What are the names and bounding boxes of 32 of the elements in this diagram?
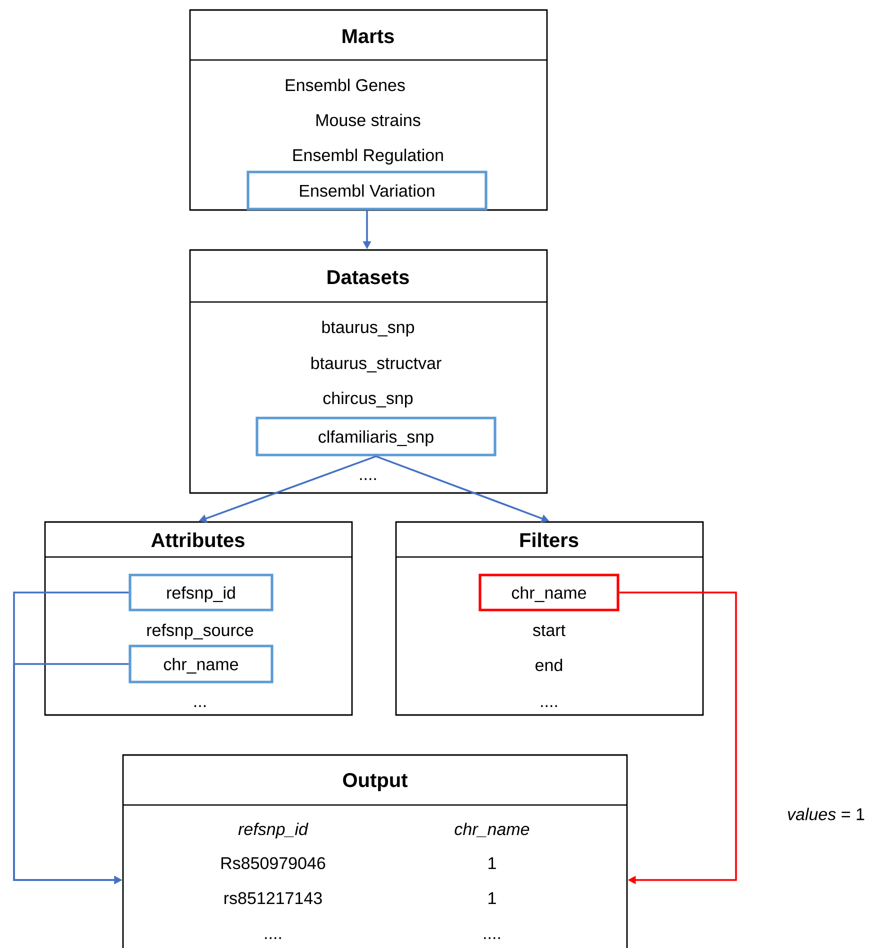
item-text: rs851217143 [224, 892, 322, 904]
highlight-box: chr_name [478, 574, 620, 612]
highlight-box: refsnp_id [128, 574, 274, 612]
edge-label: values = 1 [785, 806, 867, 822]
item-text: .... [360, 478, 376, 480]
item-text: refsnp_source [147, 624, 254, 640]
item-text: ... [194, 705, 206, 707]
item-text: Rs850979046 [221, 857, 326, 870]
item-text: Ensembl Genes [286, 78, 405, 92]
panel-heading: Marts [342, 29, 394, 44]
panel-heading: Filters [520, 532, 578, 548]
panel-heading: Datasets [328, 270, 409, 284]
panel-heading: Attributes [151, 532, 244, 548]
item-text: Ensembl Regulation [293, 148, 443, 165]
item-text: refsnp_id [238, 822, 308, 839]
item-text: chr_name [454, 822, 530, 838]
item-text: 1 [488, 857, 496, 869]
item-text: .... [265, 937, 281, 939]
item-text: .... [484, 937, 500, 939]
item-text: start [532, 625, 566, 636]
arrow [619, 592, 737, 884]
item-text: chircus_snp [323, 392, 413, 408]
item-text: btaurus_structvar [311, 356, 442, 372]
item-text: btaurus_snp [322, 320, 414, 337]
item-text: .... [541, 705, 557, 707]
item-text: Mouse strains [316, 114, 420, 126]
panel-heading: Output [343, 773, 408, 792]
item-text: end [536, 658, 562, 672]
highlight-box: clfamiliaris_snp [256, 416, 496, 456]
highlight-box: chr_name [128, 644, 274, 684]
item-text: 1 [488, 892, 496, 904]
highlight-box: Ensembl Variation [246, 170, 488, 210]
